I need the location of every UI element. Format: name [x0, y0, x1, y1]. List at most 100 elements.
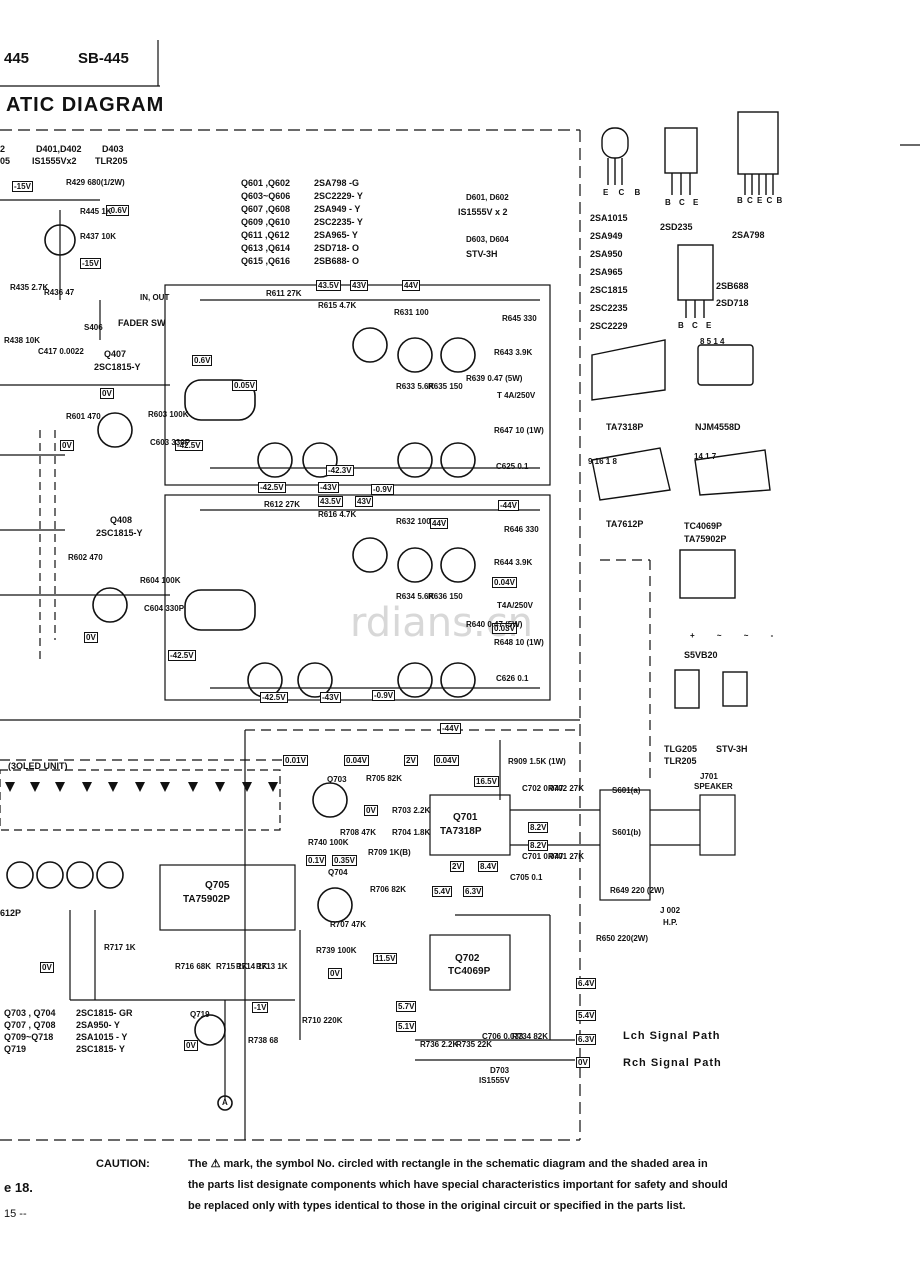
part-stv3h: STV-3H: [716, 744, 748, 754]
tr-list-type-6: 2SB688- O: [314, 256, 360, 266]
voltage-box: -1V: [252, 1002, 269, 1013]
label-2: 2: [0, 144, 6, 154]
voltage-box: 0.01V: [283, 755, 308, 766]
component-label: R644 3.9K: [494, 558, 533, 567]
voltage-box: 0V: [364, 805, 378, 816]
fader-sw-label: FADER SW: [118, 318, 166, 328]
q407-label: Q407: [104, 349, 127, 359]
component-label: R635 150: [428, 382, 463, 391]
component-label: R648 10 (1W): [494, 638, 544, 647]
q705-label: Q705: [205, 880, 230, 891]
component-label: R604 100K: [140, 576, 181, 585]
ic-612p-label: 612P: [0, 908, 22, 918]
component-label: C702 0.047: [522, 784, 564, 793]
voltage-box: -0.9V: [372, 690, 396, 701]
part-njm4558d: NJM4558D: [695, 422, 741, 432]
page-title: ATIC DIAGRAM: [6, 94, 165, 116]
voltage-box: 5.1V: [396, 1021, 417, 1032]
voltage-box: 44V: [402, 280, 421, 291]
voltage-box: -44V: [498, 500, 519, 511]
s601a-label: S601(a): [612, 786, 641, 795]
component-label: R616 4.7K: [318, 510, 357, 519]
j701-label: J701: [700, 772, 718, 781]
tr-list-type-5: 2SD718- O: [314, 243, 360, 253]
part-2sd235: 2SD235: [660, 222, 693, 232]
tc4069p-label: TC4069P: [448, 966, 491, 977]
model-left: 445: [4, 50, 30, 67]
voltage-box: 43.5V: [316, 280, 341, 291]
tr-list-refs-6: Q615 ,Q616: [241, 256, 291, 266]
voltage-box: 0.1V: [306, 855, 327, 866]
tr-list-refs-1: Q603~Q606: [241, 191, 291, 201]
tr-list-type-1: 2SC2229- Y: [314, 191, 363, 201]
component-label: R615 4.7K: [318, 301, 357, 310]
voltage-box: 0V: [184, 1040, 198, 1051]
point-a-label: A: [222, 1098, 228, 1107]
voltage-box: 0V: [100, 388, 114, 399]
part-ta75902p: TA75902P: [684, 534, 727, 544]
diode-type-0: IS1555V x 2: [458, 207, 508, 217]
component-label: R736 2.2K: [420, 1040, 459, 1049]
voltage-box: -15V: [80, 258, 101, 269]
component-label: R612 27K: [264, 500, 301, 509]
voltage-box: 8.2V: [528, 840, 549, 851]
component-label: R636 150: [428, 592, 463, 601]
part-tlr205: TLR205: [664, 756, 697, 766]
component-label: C706 0.033: [482, 1032, 524, 1041]
model-number: SB-445: [78, 50, 129, 67]
tr-list-type-3: 2SC2235- Y: [314, 217, 363, 227]
voltage-box: -0.6V: [106, 205, 130, 216]
component-label: R739 100K: [316, 946, 357, 955]
voltage-box: -42.5V: [168, 650, 196, 661]
part-2sb688: 2SB688: [716, 281, 749, 291]
component-label: R631 100: [394, 308, 429, 317]
part-2sc2235: 2SC2235: [590, 303, 628, 313]
component-label: C603 330P: [150, 438, 191, 447]
bottom-refs-3: Q719: [4, 1044, 27, 1054]
caution-line-1: The ⚠ mark, the symbol No. circled with …: [188, 1158, 708, 1170]
component-label: R436 47: [44, 288, 75, 297]
q408-type: 2SC1815-Y: [96, 528, 143, 538]
component-label: R710 220K: [302, 1016, 343, 1025]
tr-list-refs-4: Q611 ,Q612: [241, 230, 290, 240]
component-label: R445 1K: [80, 207, 112, 216]
hp-label: H.P.: [663, 918, 678, 927]
voltage-box: 0.04V: [344, 755, 369, 766]
voltage-box: 6.4V: [576, 978, 597, 989]
s406-label: S406: [84, 323, 103, 332]
component-label: R705 82K: [366, 774, 403, 783]
q719-label: Q719: [190, 1010, 210, 1019]
component-label: R437 10K: [80, 232, 117, 241]
bottom-type-3: 2SC1815- Y: [76, 1044, 125, 1054]
fuse-2-label: T4A/250V: [497, 601, 534, 610]
oled-unit-label: (3OLED UNIT): [8, 761, 68, 771]
q408-label: Q408: [110, 515, 133, 525]
component-label: R602 470: [68, 553, 103, 562]
component-label: R650 220(2W): [596, 934, 649, 943]
component-label: R707 47K: [330, 920, 367, 929]
page-number: 15 --: [4, 1208, 27, 1220]
diode-refs-0: D601, D602: [466, 193, 509, 202]
component-label: C626 0.1: [496, 674, 529, 683]
legend-lch: Lch Signal Path: [623, 1030, 721, 1042]
component-label: R706 82K: [370, 885, 407, 894]
component-label: R601 470: [66, 412, 101, 421]
voltage-box: 0V: [576, 1057, 590, 1068]
voltage-box: 16.5V: [474, 776, 499, 787]
voltage-box: -43V: [318, 482, 339, 493]
q703-label: Q703: [327, 775, 347, 784]
part-ta7318p: TA7318P: [606, 422, 644, 432]
component-label: R649 220 (2W): [610, 886, 665, 895]
component-label: R708 47K: [340, 828, 377, 837]
fuse-1-label: T 4A/250V: [497, 391, 536, 400]
pinout-tc4069p: 14 1 7: [694, 452, 717, 461]
component-label: R716 68K: [175, 962, 212, 971]
d703-type: IS1555V: [479, 1076, 510, 1085]
q702-label: Q702: [455, 953, 480, 964]
caution-line-2: the parts list designate components whic…: [188, 1179, 728, 1191]
bottom-type-0: 2SC1815- GR: [76, 1008, 133, 1018]
voltage-box: -0.9V: [371, 484, 395, 495]
component-label: C417 0.0022: [38, 347, 84, 356]
voltage-box: 43V: [350, 280, 369, 291]
